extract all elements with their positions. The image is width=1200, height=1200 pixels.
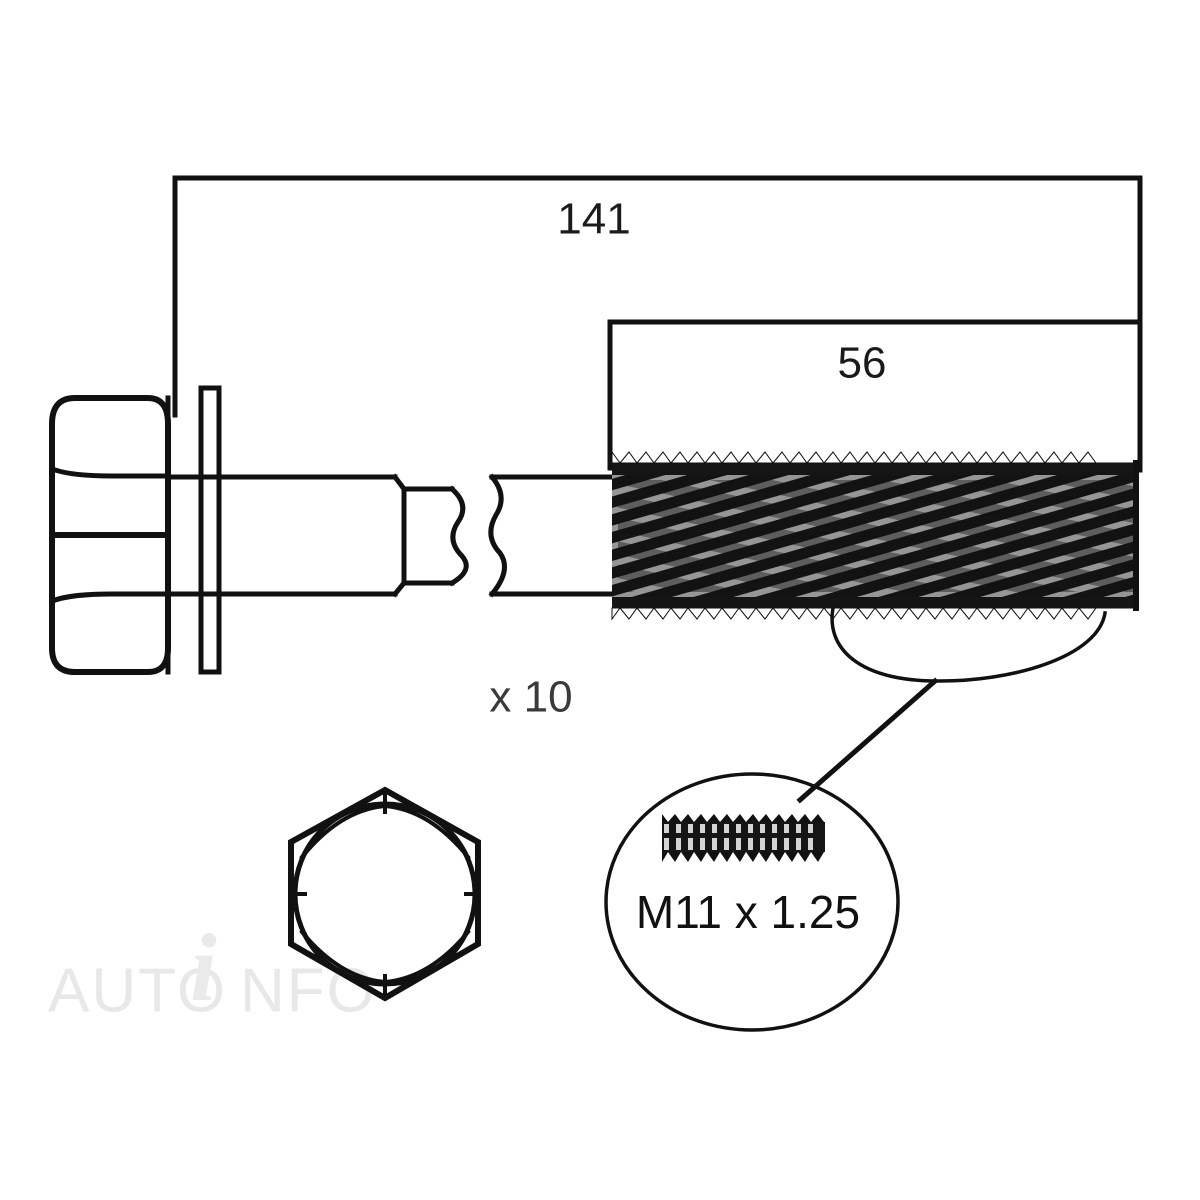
quantity-label: x 10 bbox=[489, 673, 572, 722]
watermark-text-auto: AUTO bbox=[48, 956, 227, 1025]
watermark-text-nfo: NFO bbox=[240, 956, 377, 1025]
watermark-autoinfo: AUTO i NFO bbox=[48, 914, 377, 1025]
thread-crest-bottom bbox=[611, 607, 1136, 621]
thread-crest-top bbox=[611, 450, 1136, 464]
dimension-thread-length: 56 bbox=[607, 319, 1143, 471]
callout-thread-hatch bbox=[662, 824, 825, 850]
hex-chamfer-circle bbox=[292, 801, 478, 987]
bolt-hex-head-side-view bbox=[49, 395, 171, 675]
thread-spec-callout-bubble: M11 x 1.25 bbox=[604, 772, 900, 1032]
dimension-label-56: 56 bbox=[838, 339, 887, 388]
thread-detail-highlight bbox=[796, 605, 1108, 804]
hex-head-chamfer-bottom bbox=[51, 591, 171, 604]
bolt-flange-washer bbox=[198, 385, 222, 675]
shank-step bbox=[391, 473, 407, 598]
bolt-shank-left bbox=[165, 473, 455, 598]
callout-thread-crest-bottom bbox=[662, 852, 825, 862]
thread-spec-label: M11 x 1.25 bbox=[636, 886, 860, 938]
callout-leader-line bbox=[796, 677, 939, 804]
hex-head-end-view bbox=[288, 786, 481, 1002]
dimension-label-141: 141 bbox=[557, 195, 630, 244]
break-line-right bbox=[488, 473, 507, 598]
callout-thread-crest-top bbox=[662, 814, 825, 822]
dimension-line-56 bbox=[607, 319, 1143, 471]
flange-rect bbox=[198, 385, 222, 675]
hex-head-chamfer-top bbox=[51, 466, 171, 479]
break-line-left bbox=[448, 485, 469, 587]
watermark-text-i: i bbox=[190, 914, 217, 1021]
callout-bubble-outline bbox=[604, 772, 900, 1032]
thread-hatching bbox=[612, 475, 1136, 597]
bolt-shank-right bbox=[489, 474, 615, 597]
shank-break-line bbox=[448, 473, 507, 598]
callout-thread-detail bbox=[662, 814, 825, 862]
bolt-threaded-section bbox=[611, 450, 1139, 621]
